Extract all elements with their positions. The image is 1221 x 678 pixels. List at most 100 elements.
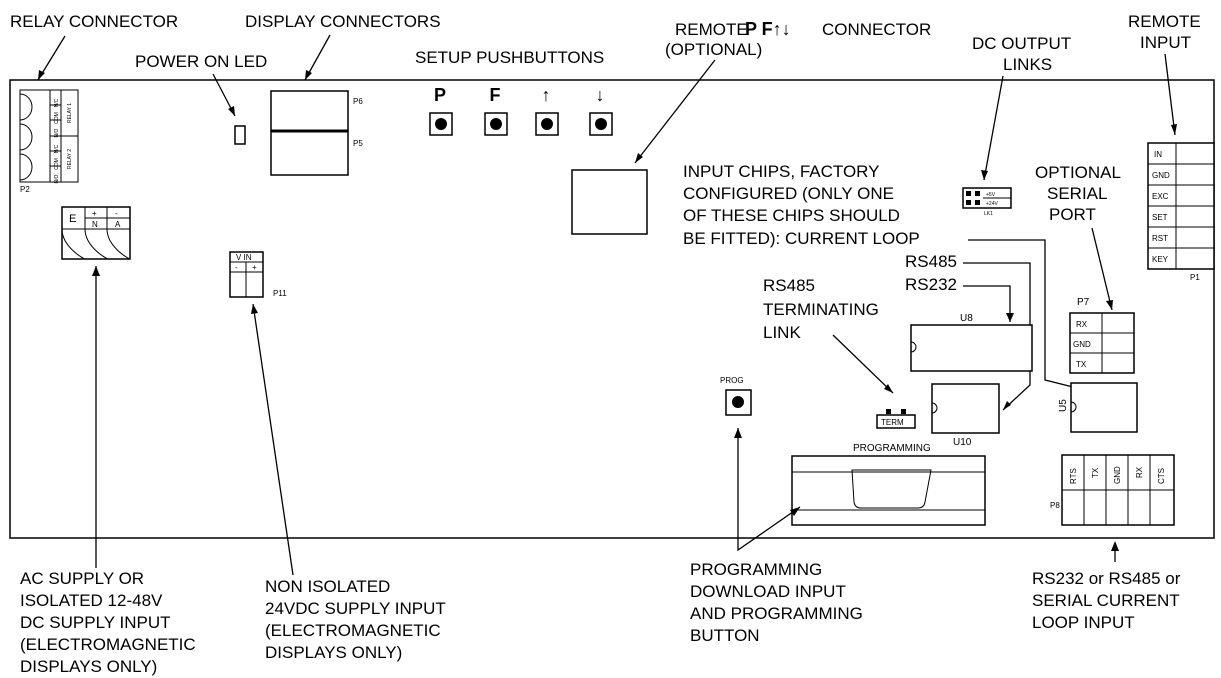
p1-pin-set: SET xyxy=(1152,213,1168,222)
relay-pin-1: N/C xyxy=(54,98,60,107)
remote-leader-line xyxy=(634,59,716,164)
setup-button-down xyxy=(589,112,613,136)
p8-label: P8 xyxy=(1050,501,1060,510)
power-on-led-label: POWER ON LED xyxy=(135,52,267,71)
term-leader-line xyxy=(832,334,894,394)
programming-label: PROGRAMMING xyxy=(853,443,931,454)
dc-output-link-lk1 xyxy=(962,187,1012,209)
relay-pin-6: N/O xyxy=(54,174,60,183)
relay-1-label: RELAY 1 xyxy=(67,103,73,123)
p7-label: P7 xyxy=(1077,297,1090,308)
rs485-term-label-1: RS485 xyxy=(763,276,815,295)
serial-port-p7 xyxy=(1069,312,1135,374)
p1-pin-gnd: GND xyxy=(1152,171,1170,180)
button-f-label: F xyxy=(490,85,501,105)
rs485-chip-label: RS485 xyxy=(905,252,957,271)
relay-pin-4: N/C xyxy=(54,144,60,153)
serial-input-p8 xyxy=(1061,454,1175,526)
p5-label: P5 xyxy=(353,139,363,148)
rs232-leader-line xyxy=(963,285,1011,322)
ac-supply-connector xyxy=(61,206,131,260)
term-label: TERM xyxy=(881,418,904,427)
u5-label: U5 xyxy=(1058,399,1069,412)
serial-input-label-3: LOOP INPUT xyxy=(1032,613,1135,632)
input-chip-u8 xyxy=(910,324,1033,372)
lk-24v-label: +24V xyxy=(986,201,998,207)
programming-download-label-2: DOWNLOAD INPUT xyxy=(690,582,846,601)
display-connector-p6 xyxy=(270,90,349,132)
dc-output-leader-line xyxy=(983,75,1004,181)
p7-pin-tx: TX xyxy=(1076,360,1087,369)
p8-pin-rx: RX xyxy=(1135,466,1144,478)
optional-serial-label-1: OPTIONAL xyxy=(1035,163,1121,182)
non-isolated-label-2: 24VDC SUPPLY INPUT xyxy=(265,599,446,618)
p7-pin-rx: RX xyxy=(1076,320,1088,329)
ac-supply-label-2: ISOLATED 12-48V xyxy=(20,591,163,610)
p1-pin-rst: RST xyxy=(1152,234,1168,243)
setup-button-up xyxy=(535,112,559,136)
prog-leader-arrow-conn xyxy=(790,507,800,516)
serial-input-label-1: RS232 or RS485 or xyxy=(1032,569,1181,588)
p1-pin-exc: EXC xyxy=(1152,192,1169,201)
ac-supply-label-3: DC SUPPLY INPUT xyxy=(20,613,171,632)
remote-connector-label-b: CONNECTOR xyxy=(822,20,931,39)
u8-label: U8 xyxy=(960,313,973,324)
optional-serial-label-3: PORT xyxy=(1049,205,1096,224)
led-leader-arrow xyxy=(228,106,235,116)
p11-label: P11 xyxy=(273,289,287,298)
term-leader-arrow xyxy=(884,384,893,393)
prog-label: PROG xyxy=(720,376,744,385)
relay-pin-3: N/O xyxy=(54,128,60,137)
display-connector-p5 xyxy=(270,130,349,176)
rs485-term-label-2: TERMINATING xyxy=(763,300,879,319)
vin-label: V IN xyxy=(236,253,252,262)
rs485-leader-line xyxy=(963,262,1031,411)
input-chips-label-3: OF THESE CHIPS SHOULD xyxy=(683,206,900,225)
relay-pin-2: COM xyxy=(54,112,60,124)
remote-pf-connector xyxy=(571,169,648,235)
vin-plus-label: + xyxy=(252,263,257,272)
prog-leader-line xyxy=(737,428,801,552)
rs232-chip-label: RS232 xyxy=(905,275,957,294)
p6-label: P6 xyxy=(353,97,363,106)
serial-port-leader-line xyxy=(1091,227,1113,311)
display-connectors-label: DISPLAY CONNECTORS xyxy=(245,12,441,31)
remote-input-label-b: INPUT xyxy=(1140,33,1191,52)
vin-minus-label: - xyxy=(235,263,238,272)
programming-connector-db9 xyxy=(791,455,986,526)
ac-supply-label-4: (ELECTROMAGNETIC xyxy=(20,635,196,654)
ac-pin-n-top: + xyxy=(92,209,97,218)
relay-connector-label: RELAY CONNECTOR xyxy=(10,12,178,31)
p7-pin-gnd: GND xyxy=(1073,340,1091,349)
remote-input-p1 xyxy=(1147,142,1215,270)
rs485-leader-arrow xyxy=(1003,401,1011,410)
display-leader-arrow xyxy=(305,70,312,80)
remote-connector-keys-label: P F↑↓ xyxy=(745,19,791,39)
rs485-terminating-link xyxy=(876,409,916,429)
ac-supply-leader-arrow xyxy=(92,266,100,276)
remote-input-label-a: REMOTE xyxy=(1128,12,1201,31)
remote-input-leader-arrow xyxy=(1171,124,1177,135)
programming-button xyxy=(725,389,752,416)
input-chips-label-4: BE FITTED): CURRENT LOOP xyxy=(683,229,920,248)
button-up-label: ↑ xyxy=(542,85,551,105)
optional-serial-label-2: SERIAL xyxy=(1047,184,1107,203)
p1-pin-key: KEY xyxy=(1152,255,1169,264)
non-isolated-label-4: DISPLAYS ONLY) xyxy=(265,643,402,662)
ac-pin-n: N xyxy=(92,220,98,229)
input-chips-label-1: INPUT CHIPS, FACTORY xyxy=(683,162,880,181)
power-led xyxy=(234,125,246,145)
p1-pin-in: IN xyxy=(1154,150,1162,159)
input-chip-u10 xyxy=(931,383,1000,434)
non-isolated-label-3: (ELECTROMAGNETIC xyxy=(265,621,441,640)
remote-leader-arrow xyxy=(635,153,643,163)
serial-input-leader-arrow xyxy=(1111,541,1119,551)
ac-pin-a-top: - xyxy=(115,209,118,218)
ac-pin-a: A xyxy=(115,220,121,229)
button-down-label: ↓ xyxy=(596,85,605,105)
relay-pin-5: COM xyxy=(54,158,60,170)
relay-leader-arrow xyxy=(38,70,45,80)
setup-button-p xyxy=(429,112,453,136)
ac-pin-e: E xyxy=(69,213,76,225)
